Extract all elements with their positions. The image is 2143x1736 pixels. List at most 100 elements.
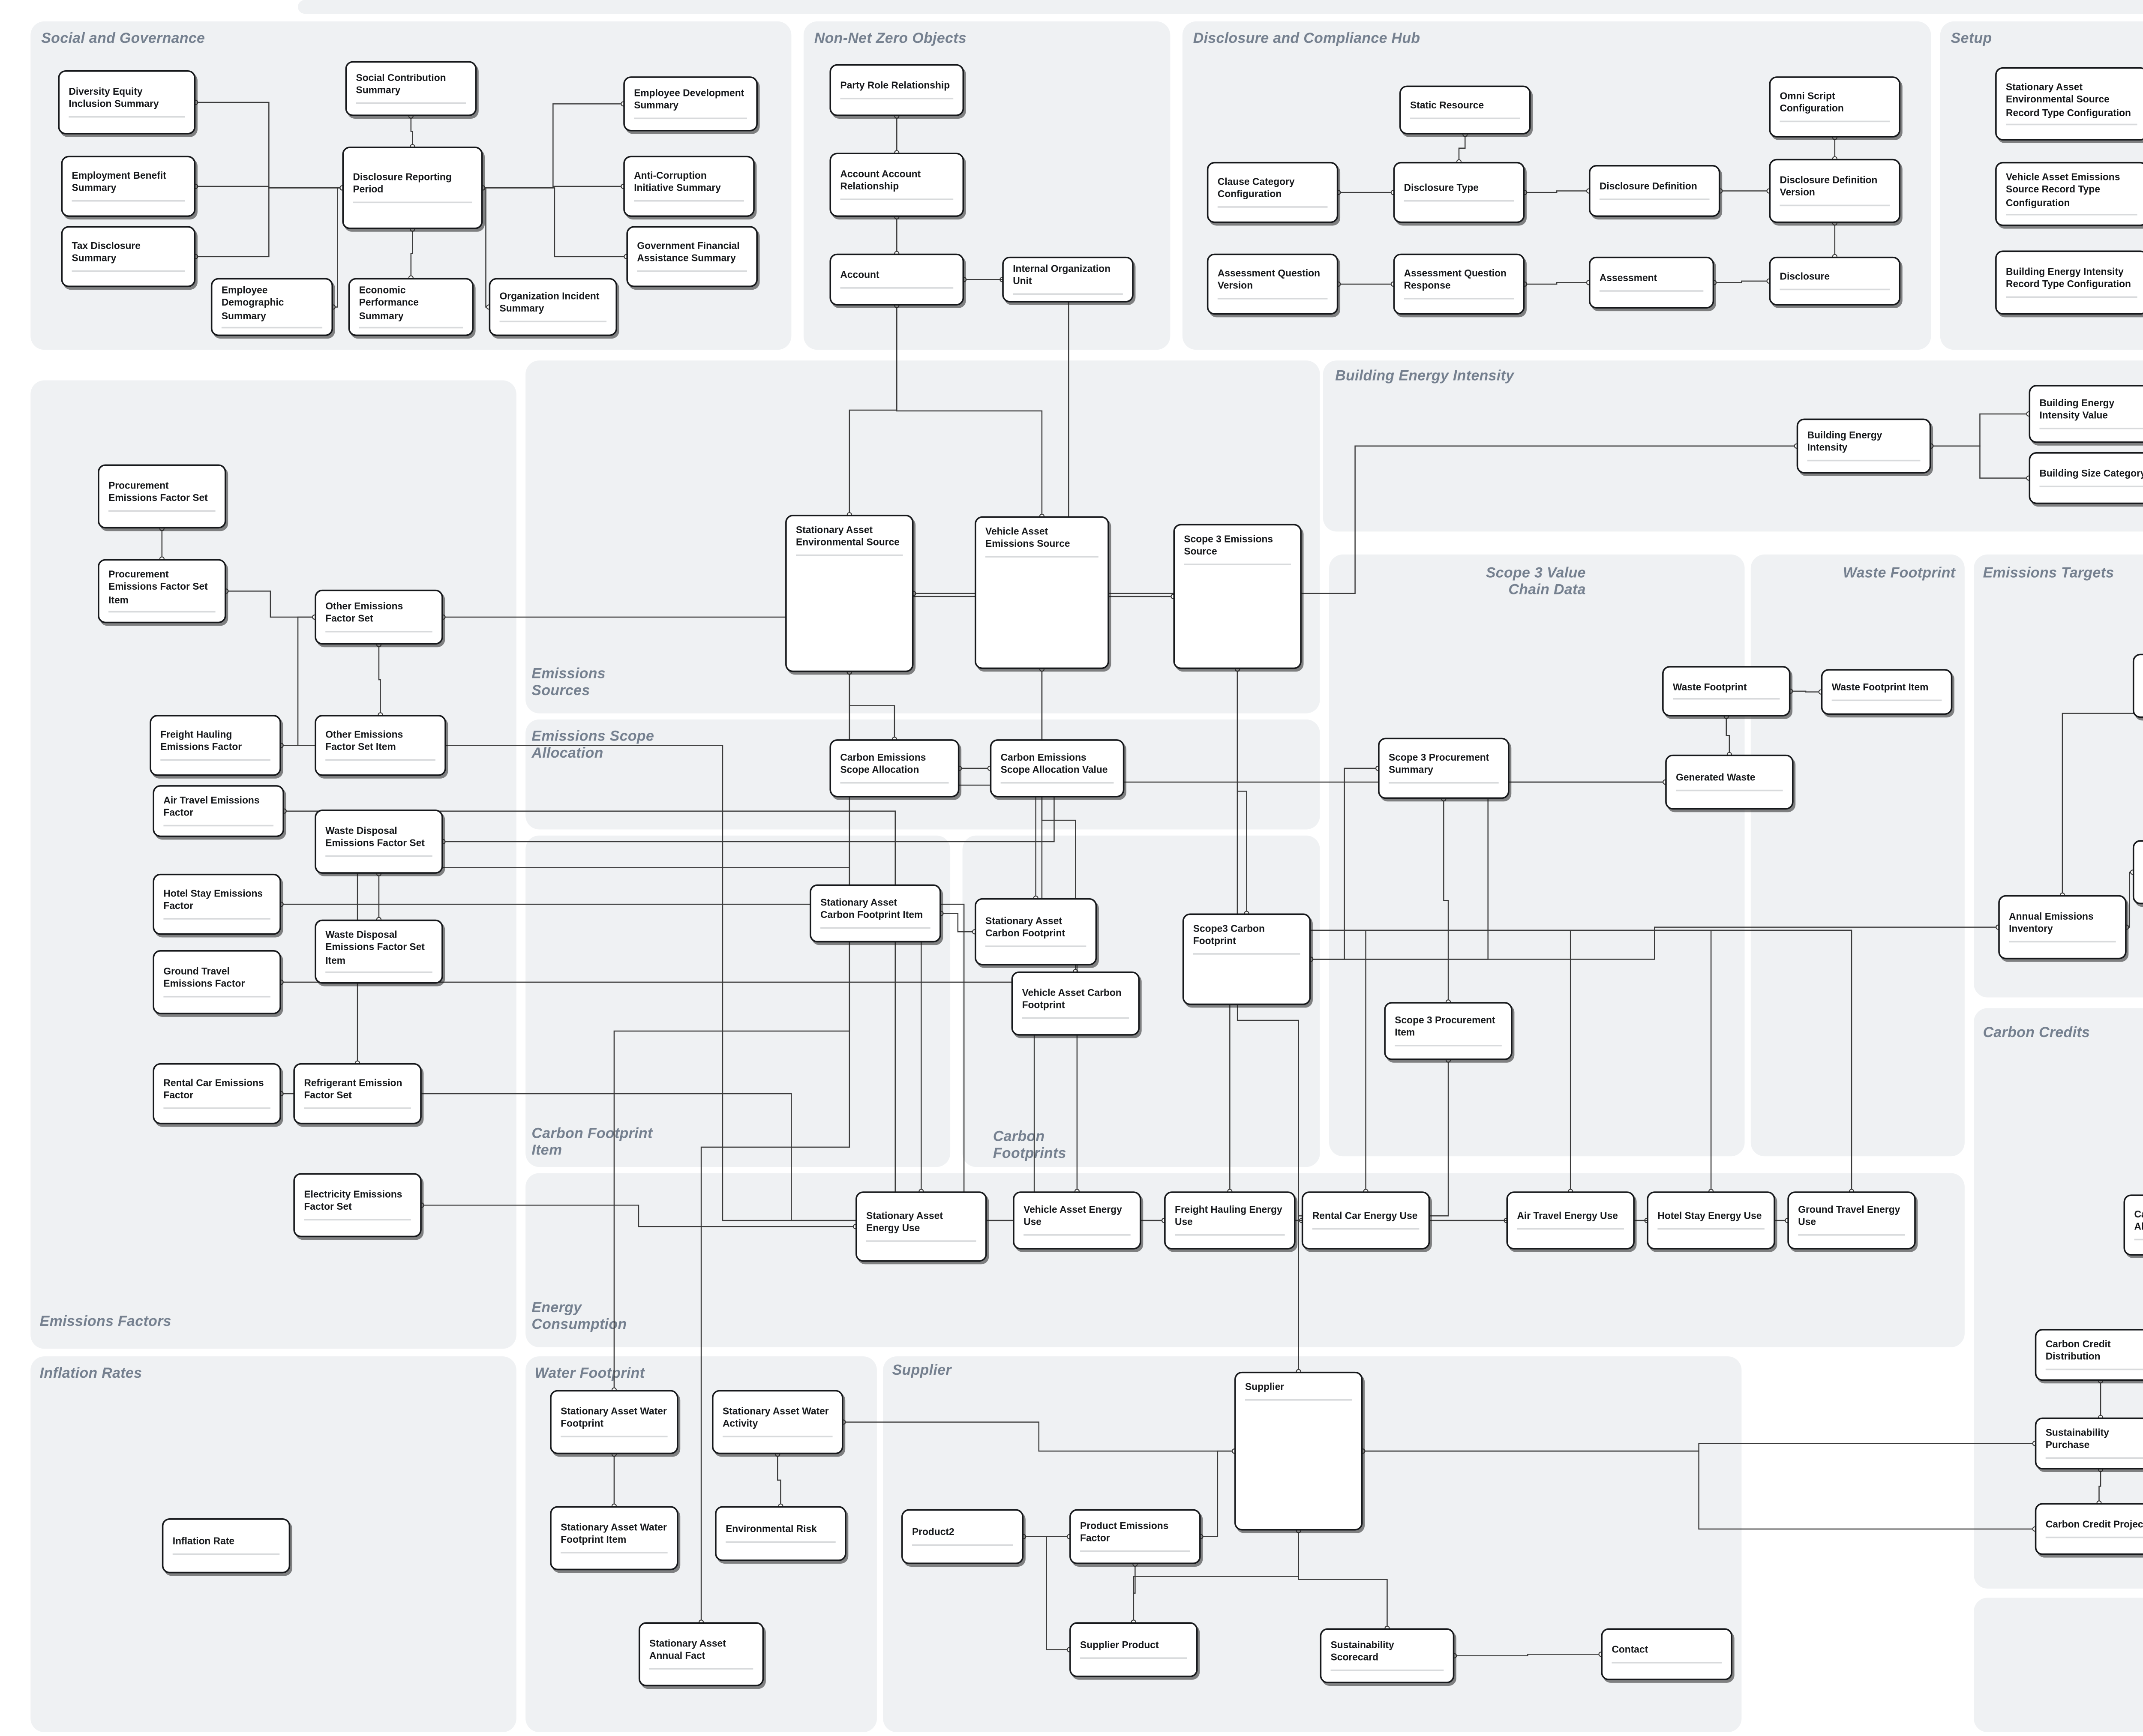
entity-s3ps[interactable]: Scope 3 Procurement Summary (1378, 738, 1510, 799)
entity-cesav[interactable]: Carbon Emissions Scope Allocation Value (990, 739, 1125, 798)
entity-oefs[interactable]: Other Emissions Factor Set (315, 589, 443, 645)
entity-label-sacf: Stationary Asset Carbon Footprint (985, 916, 1065, 940)
entity-dei[interactable]: Diversity Equity Inclusion Summary (58, 70, 196, 135)
entity-label-contact: Contact (1612, 1645, 1648, 1656)
entity-osc[interactable]: Omni Script Configuration (1769, 76, 1901, 138)
entity-label-pefs: Procurement Emissions Factor Set (108, 481, 208, 505)
entity-gtef[interactable]: Ground Travel Emissions Factor (153, 950, 281, 1014)
entity-iou[interactable]: Internal Organization Unit (1002, 256, 1134, 303)
entity-beiv[interactable]: Building Energy Intensity Value (2029, 385, 2143, 443)
entity-env-risk[interactable]: Environmental Risk (715, 1506, 846, 1561)
entity-label-supplier: Supplier (1245, 1382, 1285, 1393)
entity-inflation-rate[interactable]: Inflation Rate (162, 1518, 291, 1574)
entity-label-bsc: Building Size Category (2039, 469, 2143, 480)
entity-bei-rtc[interactable]: Building Energy Intensity Record Type Co… (1995, 250, 2143, 315)
entity-wdefsi[interactable]: Waste Disposal Emissions Factor Set Item (315, 919, 443, 984)
entity-ccai[interactable]: Carbon Credit Allocation Item (2123, 1194, 2143, 1256)
entity-s3cf[interactable]: Scope3 Carbon Footprint (1182, 913, 1311, 1005)
entity-s3pi[interactable]: Scope 3 Procurement Item (1384, 1002, 1513, 1060)
entity-aqr[interactable]: Assessment Question Response (1393, 253, 1525, 315)
entity-drp[interactable]: Disclosure Reporting Period (342, 147, 483, 229)
entity-aqv[interactable]: Assessment Question Version (1207, 253, 1339, 315)
entity-vaeu[interactable]: Vehicle Asset Energy Use (1013, 1191, 1141, 1250)
entity-ebs[interactable]: Employment Benefit Summary (61, 156, 196, 217)
entity-supplier-product[interactable]: Supplier Product (1069, 1622, 1198, 1677)
entity-saaf[interactable]: Stationary Asset Annual Fact (638, 1622, 764, 1687)
entity-label-vaes-rtc: Vehicle Asset Emissions Source Record Ty… (2006, 172, 2120, 209)
entity-vacf[interactable]: Vehicle Asset Carbon Footprint (1011, 971, 1140, 1036)
entity-contact[interactable]: Contact (1601, 1628, 1733, 1680)
entity-refs[interactable]: Refrigerant Emission Factor Set (293, 1063, 422, 1124)
entity-saes[interactable]: Stationary Asset Environmental Source (785, 515, 914, 672)
entity-sp[interactable]: Sustainability Purchase (2035, 1417, 2143, 1469)
entity-wfi[interactable]: Waste Footprint Item (1821, 669, 1953, 715)
entity-saeu[interactable]: Stationary Asset Energy Use (855, 1191, 987, 1262)
entity-rcef[interactable]: Rental Car Emissions Factor (153, 1063, 281, 1124)
entity-eps[interactable]: Economic Performance Summary (348, 278, 474, 336)
entity-aei[interactable]: Annual Emissions Inventory (1998, 895, 2127, 959)
entity-fheu[interactable]: Freight Hauling Energy Use (1164, 1191, 1296, 1250)
entity-label-fheu: Freight Hauling Energy Use (1175, 1205, 1282, 1229)
entity-wf[interactable]: Waste Footprint (1662, 666, 1791, 717)
entity-sawfi[interactable]: Stationary Asset Water Footprint Item (550, 1506, 678, 1571)
entity-pefsi[interactable]: Procurement Emissions Factor Set Item (98, 559, 226, 624)
entity-vaes[interactable]: Vehicle Asset Emissions Source (975, 516, 1109, 669)
entity-ccp[interactable]: Carbon Credit Project (2035, 1503, 2143, 1555)
entity-title-divider (1022, 1017, 1129, 1019)
entity-ccd[interactable]: Carbon Credit Distribution (2035, 1329, 2143, 1381)
entity-prr[interactable]: Party Role Relationship (829, 64, 964, 116)
entity-ateu[interactable]: Air Travel Energy Use (1506, 1191, 1635, 1250)
entity-edgs[interactable]: Employee Demographic Summary (210, 278, 333, 336)
entity-assessment[interactable]: Assessment (1588, 256, 1714, 309)
entity-title-divider (172, 1553, 280, 1555)
entity-label-ccd: Carbon Credit Distribution (2045, 1339, 2111, 1363)
entity-scs[interactable]: Social Contribution Summary (345, 61, 477, 116)
entity-eds[interactable]: Employee Development Summary (623, 76, 758, 132)
entity-ccc[interactable]: Clause Category Configuration (1207, 162, 1339, 223)
entity-disclosure-definition[interactable]: Disclosure Definition (1588, 165, 1720, 217)
entity-ois[interactable]: Organization Incident Summary (489, 278, 618, 336)
entity-bsc[interactable]: Building Size Category (2029, 452, 2143, 504)
entity-sscore[interactable]: Sustainability Scorecard (1320, 1628, 1455, 1683)
entity-pef[interactable]: Product Emissions Factor (1069, 1509, 1201, 1564)
entity-pefs[interactable]: Procurement Emissions Factor Set (98, 464, 226, 529)
entity-gw[interactable]: Generated Waste (1665, 754, 1794, 810)
entity-acis[interactable]: Anti-Corruption Initiative Summary (623, 156, 755, 217)
entity-sacfi[interactable]: Stationary Asset Carbon Footprint Item (810, 884, 941, 943)
entity-s3es[interactable]: Scope 3 Emissions Source (1173, 524, 1302, 669)
entity-static-resource[interactable]: Static Resource (1399, 85, 1531, 135)
entity-rceu[interactable]: Rental Car Energy Use (1301, 1191, 1430, 1250)
entity-ddv[interactable]: Disclosure Definition Version (1769, 159, 1901, 223)
entity-title-divider (221, 327, 323, 329)
entity-cesa[interactable]: Carbon Emissions Scope Allocation (829, 739, 960, 798)
entity-label-vaeu: Vehicle Asset Energy Use (1023, 1205, 1122, 1229)
entity-oefsi[interactable]: Other Emissions Factor Set Item (315, 715, 446, 776)
entity-hseu[interactable]: Hotel Stay Energy Use (1647, 1191, 1775, 1250)
entity-sacf[interactable]: Stationary Asset Carbon Footprint (975, 898, 1097, 965)
entity-wdefs[interactable]: Waste Disposal Emissions Factor Set (315, 810, 443, 874)
entity-label-aqv: Assessment Question Version (1217, 269, 1321, 293)
entity-gfas[interactable]: Government Financial Assistance Summary (626, 226, 758, 288)
entity-supplier[interactable]: Supplier (1234, 1371, 1363, 1531)
entity-aar[interactable]: Account Account Relationship (829, 153, 964, 217)
entity-saes-rtc[interactable]: Stationary Asset Environmental Source Re… (1995, 67, 2143, 141)
entity-label-wdefsi: Waste Disposal Emissions Factor Set Item (325, 929, 425, 966)
entity-disclosure-type[interactable]: Disclosure Type (1393, 162, 1525, 223)
entity-atef[interactable]: Air Travel Emissions Factor (153, 785, 284, 837)
entity-erc[interactable]: Emissions Reduction Commitment (2132, 840, 2143, 905)
entity-title-divider (1000, 782, 1114, 784)
entity-account[interactable]: Account (829, 253, 964, 306)
entity-product2[interactable]: Product2 (901, 1509, 1024, 1564)
entity-label-eps: Economic Performance Summary (359, 285, 419, 322)
entity-tds[interactable]: Tax Disclosure Summary (61, 226, 196, 288)
entity-fhef[interactable]: Freight Hauling Emissions Factor (150, 715, 281, 776)
entity-gteu[interactable]: Ground Travel Energy Use (1787, 1191, 1916, 1250)
entity-eefs[interactable]: Electricity Emissions Factor Set (293, 1173, 422, 1238)
entity-bei[interactable]: Building Energy Intensity (1796, 418, 1931, 474)
entity-ert[interactable]: Emissions Reduction Target (2132, 654, 2143, 718)
entity-sawa[interactable]: Stationary Asset Water Activity (712, 1390, 843, 1454)
entity-sawf[interactable]: Stationary Asset Water Footprint (550, 1390, 678, 1454)
entity-hsef[interactable]: Hotel Stay Emissions Factor (153, 873, 281, 935)
entity-disclosure[interactable]: Disclosure (1769, 256, 1901, 306)
entity-vaes-rtc[interactable]: Vehicle Asset Emissions Source Record Ty… (1995, 162, 2143, 226)
